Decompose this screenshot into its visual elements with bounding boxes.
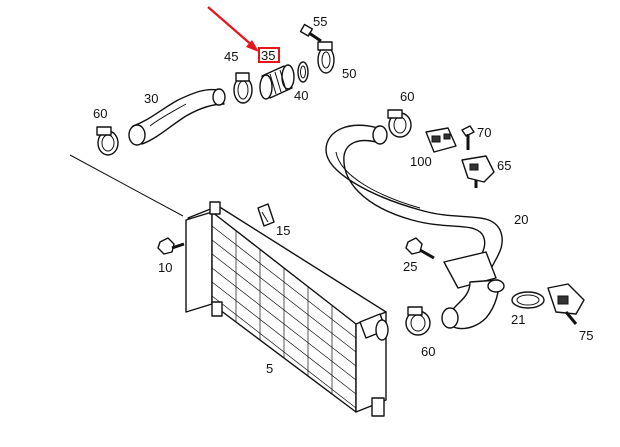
charge-hose-30 — [128, 88, 226, 146]
clamp-60-bottom — [405, 306, 431, 336]
label-40: 40 — [294, 88, 308, 103]
leader-line-10 — [69, 154, 184, 217]
valve-75 — [547, 283, 585, 325]
highlight-arrow — [207, 6, 259, 52]
label-30: 30 — [144, 91, 158, 106]
clamp-60-top — [387, 109, 412, 138]
intercooler-5 — [185, 201, 389, 417]
sensor-housing-100 — [425, 127, 457, 153]
label-100: 100 — [410, 154, 432, 169]
clamp-50 — [317, 41, 335, 74]
bolt-70 — [461, 125, 475, 150]
bolt-55 — [299, 23, 322, 43]
highlight-box-35 — [258, 47, 280, 63]
label-60-left: 60 — [93, 106, 107, 121]
label-35: 35 — [261, 48, 275, 63]
clamp-60-left — [96, 126, 119, 156]
label-70: 70 — [477, 125, 491, 140]
bolt-25 — [405, 237, 435, 260]
label-21: 21 — [511, 312, 525, 327]
label-60-top: 60 — [400, 89, 414, 104]
label-45: 45 — [224, 49, 238, 64]
label-15: 15 — [276, 223, 290, 238]
label-55: 55 — [313, 14, 327, 29]
label-20: 20 — [514, 212, 528, 227]
clamp-45 — [233, 72, 253, 104]
o-ring-40 — [297, 61, 309, 83]
outlet-elbow — [441, 251, 505, 330]
label-75: 75 — [579, 328, 593, 343]
label-10: 10 — [158, 260, 172, 275]
label-60-bottom: 60 — [421, 344, 435, 359]
label-65: 65 — [497, 158, 511, 173]
hose-coupling-35 — [259, 64, 295, 100]
label-50: 50 — [342, 66, 356, 81]
bolt-10 — [157, 237, 185, 255]
callout-labels: 55 45 35 50 40 30 60 60 70 100 65 15 10 … — [93, 14, 593, 376]
label-5: 5 — [266, 361, 273, 376]
pressure-sensor-65 — [461, 155, 495, 188]
label-25: 25 — [403, 259, 417, 274]
gasket-21 — [511, 291, 545, 309]
clip-15 — [257, 203, 275, 227]
